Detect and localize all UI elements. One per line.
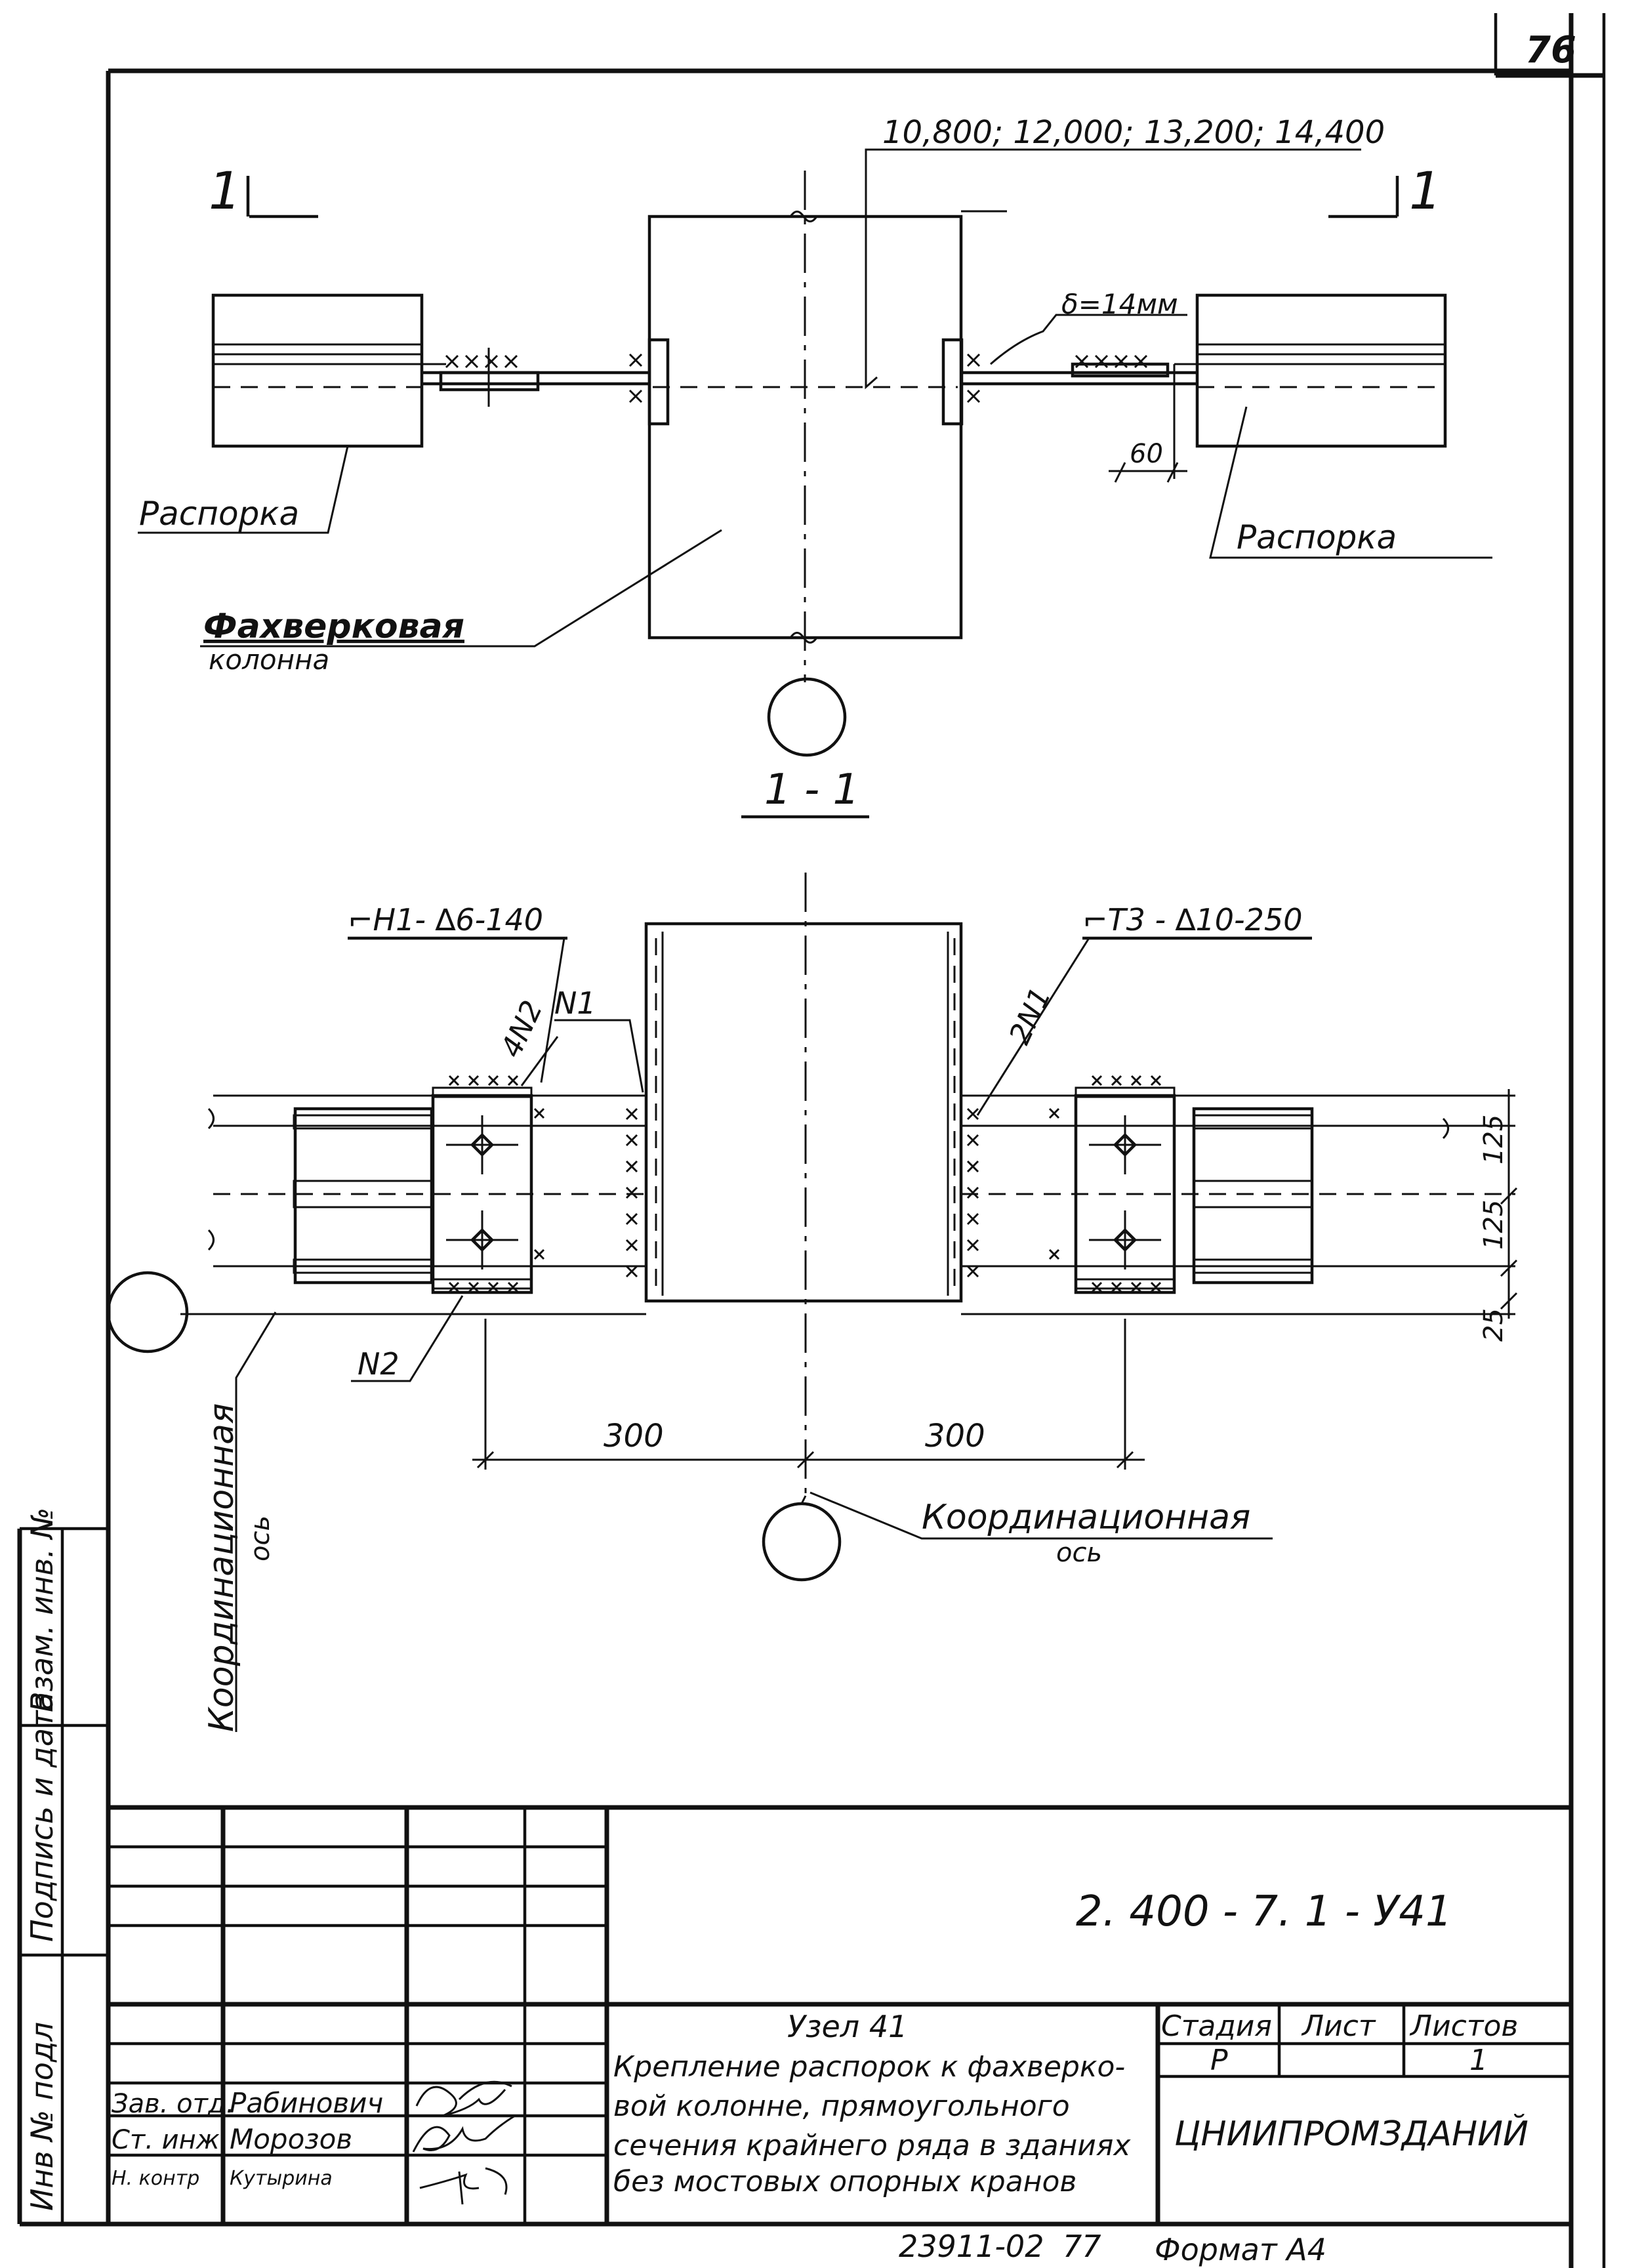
section-view: 10,800; 12,000; 13,200; 14,400 xyxy=(138,114,1492,819)
coord-axis-vertical-line1: Координационная xyxy=(202,1403,241,1732)
organization: ЦНИИПРОМЗДАНИЙ xyxy=(1174,2114,1528,2154)
title-line3: вой колонне, прямоугольного xyxy=(613,2090,1070,2123)
stage-header: Стадия xyxy=(1161,2010,1272,2043)
plan-view: ⌐Н1- ∆6-140 ⌐Т3 - ∆10-250 4N2 N1 2N1 N2 … xyxy=(106,873,1518,1732)
signature-3 xyxy=(419,2167,508,2205)
strut-right-body xyxy=(1195,293,1447,448)
weld-callout-right: ⌐Т3 - ∆10-250 xyxy=(1082,902,1302,938)
gusset-left xyxy=(431,1094,533,1294)
dim-300-left: 300 xyxy=(604,1418,664,1454)
label-column-line1: Фахверковая xyxy=(203,607,464,646)
label-strut-right: Распорка xyxy=(1237,518,1397,556)
mark-4n2: 4N2 xyxy=(495,996,550,1063)
designation: 2. 400 - 7. 1 - У41 xyxy=(1076,1887,1452,1936)
name-1: Рабинович xyxy=(230,2087,383,2119)
title-line2: Крепление распорок к фахверко- xyxy=(613,2050,1125,2084)
coord-axis-vertical-line2: ось xyxy=(245,1515,276,1561)
title-line4: сечения крайнего ряда в зданиях xyxy=(613,2129,1131,2162)
role-2: Ст. инж. xyxy=(112,2125,228,2155)
sheet-number: 76 xyxy=(1525,29,1576,72)
sheets-value: 1 xyxy=(1469,2044,1488,2077)
role-3: Н. контр xyxy=(112,2167,199,2190)
cut-mark-left: 1 xyxy=(209,162,241,221)
name-3: Кутырина xyxy=(230,2167,333,2190)
signature-1 xyxy=(415,2080,512,2117)
plan-axis-bubble xyxy=(762,1502,842,1582)
section-title: 1 - 1 xyxy=(764,766,859,814)
weld-marks-section xyxy=(445,353,1148,403)
signature-2 xyxy=(412,2114,516,2153)
sheet-header: Лист xyxy=(1301,2010,1376,2043)
title-block: 2. 400 - 7. 1 - У41 Узел 41 Крепление ра… xyxy=(108,1805,1571,2224)
label-strut-left: Распорка xyxy=(139,495,299,533)
plan-column xyxy=(644,922,963,1303)
name-2: Морозов xyxy=(230,2123,352,2155)
sheets-header: Листов xyxy=(1409,2010,1518,2043)
axis-bubble xyxy=(767,677,847,757)
footer-format: Формат А4 xyxy=(1155,2232,1326,2267)
stage-value: Р xyxy=(1210,2044,1228,2077)
strut-left-body xyxy=(211,293,424,448)
side-axis-bubble xyxy=(106,1271,189,1353)
dim-60: 60 xyxy=(1130,439,1163,469)
cut-mark-right: 1 xyxy=(1409,162,1442,221)
footer: 23911-02 77 Формат А4 xyxy=(899,2229,1326,2267)
title-line5: без мостовых опорных кранов xyxy=(613,2165,1076,2198)
plate-thickness-label: δ=14мм xyxy=(1061,288,1178,320)
dim-125-bottom: 125 xyxy=(1479,1200,1509,1250)
footer-inventory: 23911-02 xyxy=(899,2229,1044,2264)
coord-axis-label-line2: ось xyxy=(1056,1538,1102,1568)
label-column-line2: колонна xyxy=(209,644,329,676)
mark-2n1: 2N1 xyxy=(1003,983,1058,1050)
mark-n1: N1 xyxy=(554,985,596,1021)
coord-axis-label-line1: Координационная xyxy=(922,1498,1250,1537)
dim-25: 25 xyxy=(1479,1308,1509,1342)
footer-page: 77 xyxy=(1063,2229,1101,2264)
stamp-sign-date: Подпись и дата xyxy=(24,1692,60,1942)
role-1: Зав. отд. xyxy=(112,2089,234,2119)
gusset-right xyxy=(1074,1094,1176,1294)
weld-callout-left: ⌐Н1- ∆6-140 xyxy=(348,902,543,938)
dim-300-right: 300 xyxy=(925,1418,985,1454)
elevations-label: 10,800; 12,000; 13,200; 14,400 xyxy=(882,114,1385,151)
stamp-replaces-inv: Взам. инв. № xyxy=(24,1508,60,1712)
dim-125-top: 125 xyxy=(1479,1115,1509,1165)
title-line1: Узел 41 xyxy=(787,2009,907,2044)
sheet-frame xyxy=(17,13,1606,2268)
stamp-inv-original: Инв № подл xyxy=(24,2022,60,2211)
mark-n2: N2 xyxy=(358,1346,400,1382)
weld-marks-plan xyxy=(448,1075,1162,1293)
side-stamp: Взам. инв. № Подпись и дата Инв № подл xyxy=(20,1508,108,2224)
